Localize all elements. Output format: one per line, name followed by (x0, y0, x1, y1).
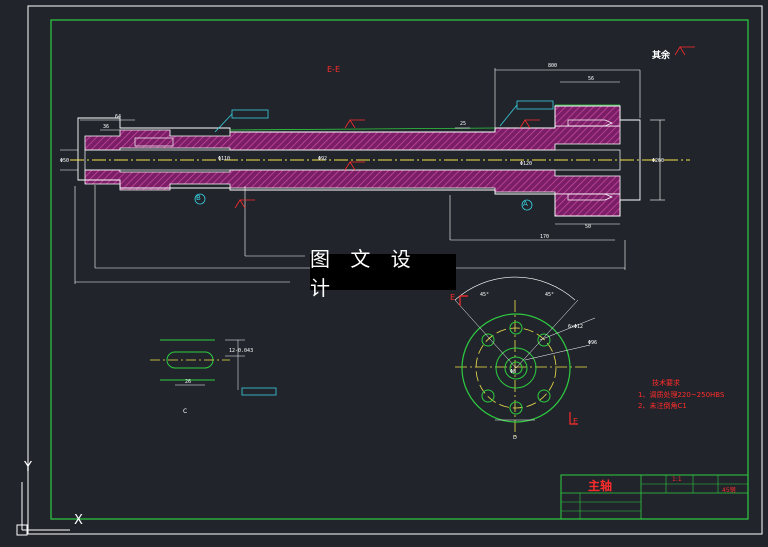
flange-outer-circle (461, 313, 571, 423)
ucs-y-label: Y (24, 460, 32, 475)
title-block-scale: 1:1 (672, 476, 682, 483)
svg-text:26: 26 (185, 379, 191, 385)
dim-64: 64 (115, 114, 121, 120)
bolt-circle (475, 327, 557, 409)
tech-req-1: 1、调质处理220~250HBS (638, 391, 725, 399)
section-label: E-E (327, 65, 340, 74)
detail-c-dims: 26 12-0.043 (185, 348, 253, 385)
svg-text:Φ8: Φ8 (510, 369, 516, 375)
svg-text:45°: 45° (480, 292, 489, 298)
tech-req-2: 2、未注倒角C1 (638, 402, 687, 410)
drawing-border (50, 19, 749, 520)
shaft-outline (77, 105, 641, 217)
section-e1-label: E (450, 293, 456, 302)
section-e2-label: E (573, 417, 579, 426)
title-block-material: 45钢 (722, 487, 736, 494)
datum-d-label: D (513, 435, 517, 441)
dim-50: 50 (585, 224, 591, 230)
svg-text:Φ96: Φ96 (588, 340, 597, 346)
dim-bore: Φ50 (60, 158, 69, 164)
dim-56: 56 (588, 76, 594, 82)
dim-phi1: Φ110 (218, 156, 230, 162)
outer-frame (27, 5, 763, 535)
dim-flange: Φ260 (652, 158, 664, 164)
title-block (560, 474, 749, 520)
flange-bottom-hatch (554, 193, 621, 217)
dim-36: 36 (103, 124, 109, 130)
bolt-hole-bottom (567, 193, 613, 201)
shaft-section-view (70, 104, 690, 217)
roughness-symbols (234, 46, 695, 209)
dim-phi3: Φ120 (520, 161, 532, 167)
svg-text:6×Φ12: 6×Φ12 (568, 324, 583, 330)
ucs-x-label: X (74, 513, 83, 528)
roughness-note: 其余 (652, 51, 671, 61)
tech-req-title: 技术要求 (652, 379, 680, 387)
datum-b-label: B (196, 194, 201, 202)
green-outline-top (229, 127, 496, 131)
tolerance-frames (194, 100, 554, 396)
dim-total-right: 800 (548, 63, 557, 69)
svg-text:45°: 45° (545, 292, 554, 298)
ucs-icon (16, 482, 70, 536)
dim-170: 170 (540, 234, 549, 240)
title-block-part-name: 主轴 (588, 479, 613, 493)
view-c-label: C (183, 408, 188, 415)
section-e-view (454, 276, 596, 440)
datum-a-label: A (523, 200, 528, 208)
flange-top-hatch (554, 105, 621, 127)
dimensions (60, 68, 665, 284)
lower-hatch-band (84, 169, 621, 195)
dim-phi2: Φ92 (318, 156, 327, 162)
svg-text:12-0.043: 12-0.043 (229, 348, 253, 354)
detail-c-view (150, 339, 245, 390)
dimension-values: 64 36 800 56 2800 170 50 25 Φ50 Φ260 Φ11… (60, 63, 664, 267)
keyway-slot (134, 137, 174, 147)
bolt-hole-top (567, 119, 613, 127)
dim-25: 25 (460, 121, 466, 127)
section-dims: 45° 45° 6×Φ12 Φ96 Φ8 (480, 292, 597, 375)
watermark: 图 文 设 计 (310, 247, 456, 300)
